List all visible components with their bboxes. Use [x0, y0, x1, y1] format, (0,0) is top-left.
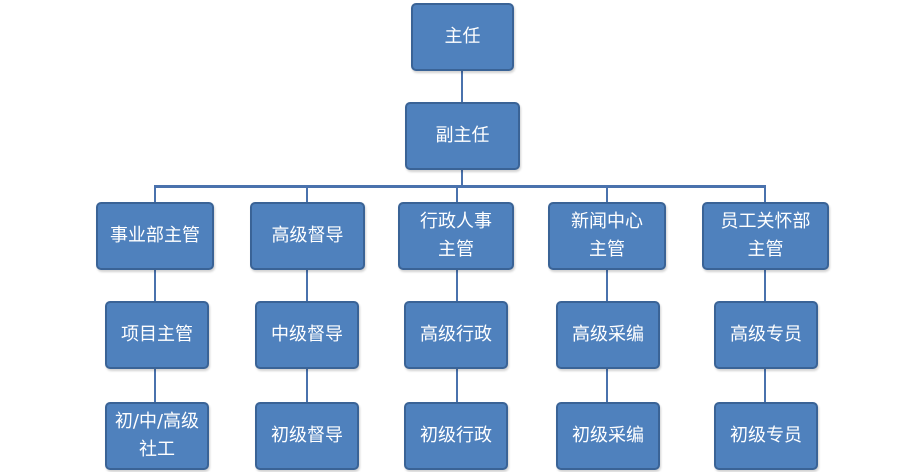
connector-dept-3-mid [456, 269, 458, 302]
connector-bus-dept-4 [606, 186, 608, 203]
node-dept-5-mid-label: 高级专员 [730, 324, 802, 345]
connector-mid-1-low [154, 369, 156, 403]
connector-director-deputy [461, 70, 463, 103]
node-dept-4-low-label: 初级采编 [572, 425, 644, 446]
node-deputy-director-label: 副主任 [435, 125, 490, 146]
node-dept-4-low: 初级采编 [556, 402, 660, 470]
node-dept-1-low-line-1: 初/中/高级 [114, 411, 200, 432]
node-dept-3-head-line-2: 主管 [438, 239, 474, 260]
node-dept-4-head-line-1: 新闻中心 [571, 211, 643, 232]
node-dept-1-low-line-2: 社工 [139, 439, 175, 460]
node-dept-3-mid: 高级行政 [404, 301, 508, 369]
node-dept-3-mid-label: 高级行政 [420, 324, 492, 345]
connector-dept-4-mid [606, 269, 608, 302]
node-dept-2-mid-label: 中级督导 [271, 324, 343, 345]
connector-bus-dept-1 [154, 186, 156, 203]
connector-mid-3-low [456, 369, 458, 403]
connector-horizontal-bus [154, 185, 766, 188]
connector-mid-2-low [306, 369, 308, 403]
node-dept-1-head-line-1: 事业部主管 [110, 225, 200, 246]
node-director-label: 主任 [444, 26, 481, 47]
node-dept-4-mid-label: 高级采编 [572, 324, 644, 345]
node-dept-4-mid: 高级采编 [556, 301, 660, 369]
node-dept-3-low: 初级行政 [404, 402, 508, 470]
node-dept-5-low: 初级专员 [714, 402, 818, 470]
node-dept-1-mid-label: 项目主管 [121, 324, 193, 345]
connector-dept-2-mid [306, 269, 308, 302]
connector-dept-5-mid [764, 269, 766, 302]
node-dept-5-mid: 高级专员 [714, 301, 818, 369]
connector-mid-4-low [606, 369, 608, 403]
connector-bus-dept-5 [764, 186, 766, 203]
connector-bus-dept-2 [306, 186, 308, 203]
connector-bus-dept-3 [456, 186, 458, 203]
node-dept-1-low: 初/中/高级 社工 [105, 402, 209, 470]
node-deputy-director: 副主任 [405, 102, 520, 170]
connector-mid-5-low [764, 369, 766, 403]
node-dept-2-mid: 中级督导 [255, 301, 359, 369]
node-dept-3-head: 行政人事 主管 [398, 202, 514, 270]
node-dept-2-low-label: 初级督导 [271, 425, 343, 446]
node-dept-5-head-line-2: 主管 [747, 239, 784, 260]
node-dept-3-head-line-1: 行政人事 [420, 211, 492, 232]
node-dept-1-head: 事业部主管 [96, 202, 214, 270]
connector-deputy-bus [461, 170, 463, 186]
node-dept-2-low: 初级督导 [255, 402, 359, 470]
node-director: 主任 [411, 3, 514, 71]
node-dept-3-low-label: 初级行政 [420, 425, 492, 446]
node-dept-5-low-label: 初级专员 [730, 425, 802, 446]
node-dept-5-head-line-1: 员工关怀部 [720, 211, 811, 232]
node-dept-1-mid: 项目主管 [105, 301, 209, 369]
node-dept-2-head: 高级督导 [250, 202, 365, 270]
node-dept-4-head: 新闻中心 主管 [548, 202, 666, 270]
node-dept-5-head: 员工关怀部 主管 [702, 202, 829, 270]
connector-dept-1-mid [154, 269, 156, 302]
node-dept-2-head-line-1: 高级督导 [271, 225, 344, 246]
node-dept-4-head-line-2: 主管 [589, 239, 625, 260]
